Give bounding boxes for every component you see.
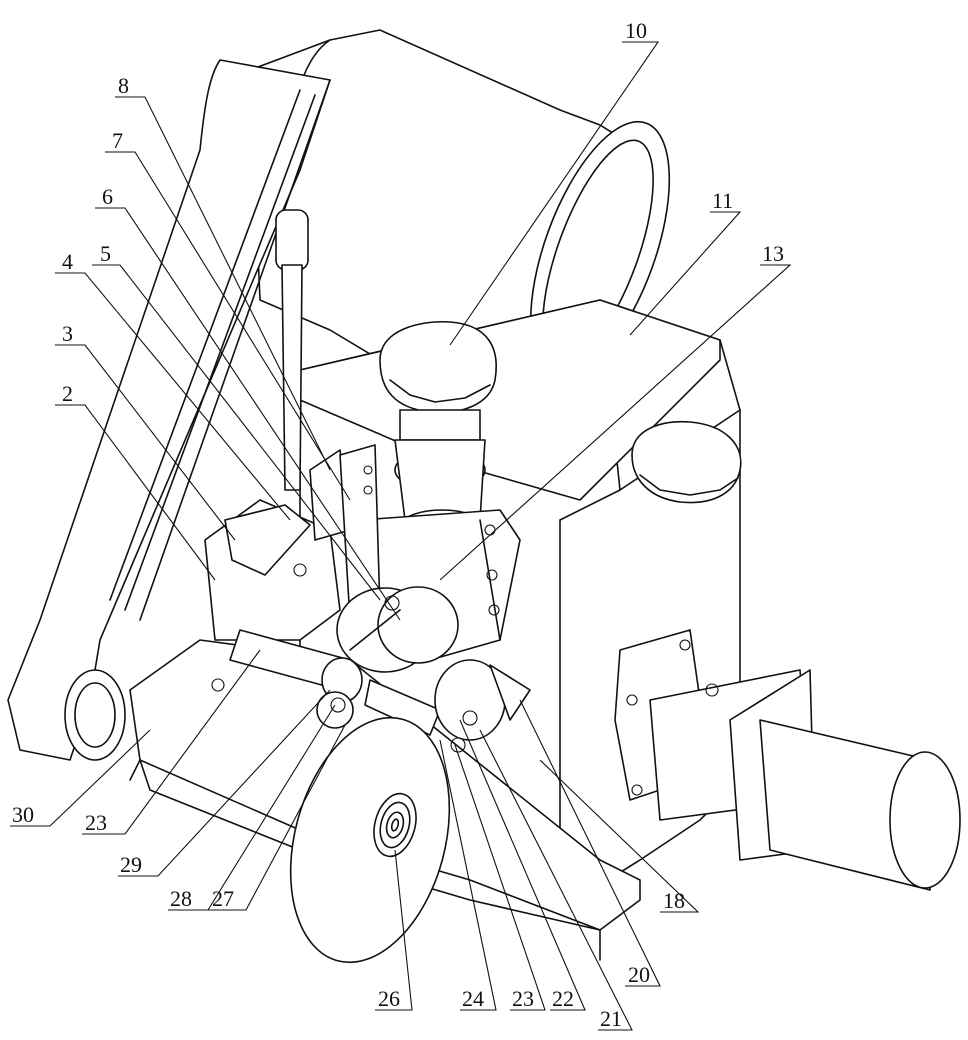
label-23-bottom: 23 bbox=[512, 986, 534, 1011]
label-13: 13 bbox=[762, 241, 784, 266]
label-24: 24 bbox=[462, 986, 484, 1011]
label-30: 30 bbox=[12, 802, 34, 827]
side-motor bbox=[615, 630, 960, 890]
label-6: 6 bbox=[102, 184, 113, 209]
label-22: 22 bbox=[552, 986, 574, 1011]
label-26: 26 bbox=[378, 986, 400, 1011]
label-20: 20 bbox=[628, 962, 650, 987]
side-knob bbox=[632, 422, 741, 503]
label-8: 8 bbox=[118, 73, 129, 98]
label-5: 5 bbox=[100, 241, 111, 266]
label-29: 29 bbox=[120, 852, 142, 877]
label-27: 27 bbox=[212, 886, 234, 911]
label-18: 18 bbox=[663, 888, 685, 913]
label-4: 4 bbox=[62, 249, 73, 274]
label-3: 3 bbox=[62, 321, 73, 346]
label-28: 28 bbox=[170, 886, 192, 911]
label-21: 21 bbox=[600, 1006, 622, 1031]
label-2: 2 bbox=[62, 381, 73, 406]
label-11: 11 bbox=[712, 188, 733, 213]
label-23-left: 23 bbox=[85, 810, 107, 835]
label-10: 10 bbox=[625, 18, 647, 43]
label-7: 7 bbox=[112, 128, 123, 153]
